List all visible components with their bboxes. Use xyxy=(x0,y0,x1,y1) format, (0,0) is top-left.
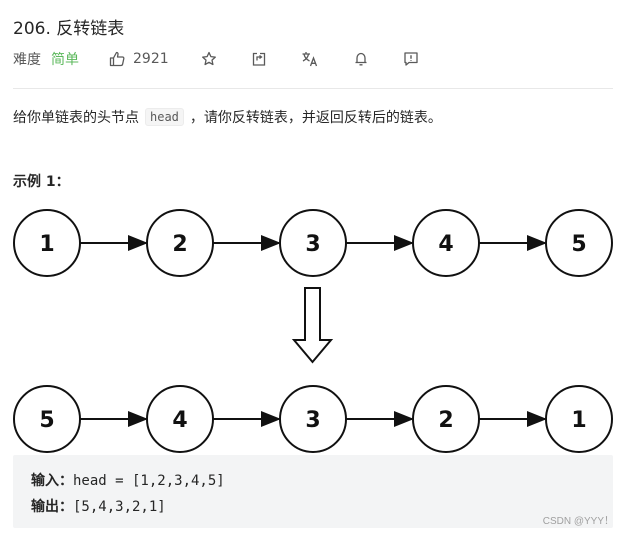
output-label: 输出： xyxy=(31,499,73,515)
after-node-5 xyxy=(545,385,613,453)
after-node-value-5: 1 xyxy=(571,408,586,433)
after-node-value-1: 5 xyxy=(39,408,54,433)
difficulty-label: 难度 xyxy=(13,52,41,68)
star-icon xyxy=(201,51,216,66)
after-node-value-2: 4 xyxy=(172,408,187,433)
list-before-reversal: 1 2 3 4 5 xyxy=(13,209,613,277)
before-node-2 xyxy=(146,209,214,277)
favorite-button[interactable] xyxy=(201,51,217,67)
bell-icon xyxy=(355,52,367,66)
before-node-3 xyxy=(279,209,347,277)
translate-icon xyxy=(302,52,317,67)
before-node-value-4: 4 xyxy=(438,232,453,257)
problem-description: 给你单链表的头节点 head ，请你反转链表，并返回反转后的链表。 xyxy=(13,107,442,127)
down-arrow-icon xyxy=(291,287,334,364)
before-node-5 xyxy=(545,209,613,277)
description-text-after: ，请你反转链表，并返回反转后的链表。 xyxy=(189,110,442,126)
feedback-icon xyxy=(403,52,418,66)
translate-button[interactable] xyxy=(301,51,319,67)
input-label: 输入： xyxy=(31,473,73,489)
notification-button[interactable] xyxy=(353,51,369,67)
share-icon xyxy=(252,52,265,66)
after-node-value-4: 2 xyxy=(438,408,453,433)
after-node-value-3: 3 xyxy=(305,408,320,433)
input-value: head = [1,2,3,4,5] xyxy=(73,473,225,489)
before-node-4 xyxy=(412,209,480,277)
problem-meta-bar: 难度 简单 2921 xyxy=(13,48,453,70)
watermark: CSDN @YYY！ xyxy=(542,516,614,527)
example-title: 示例 1： xyxy=(13,174,70,190)
after-node-3 xyxy=(279,385,347,453)
before-node-value-1: 1 xyxy=(39,232,54,257)
before-node-value-3: 3 xyxy=(305,232,320,257)
thumb-up-icon xyxy=(109,51,125,67)
before-node-value-2: 2 xyxy=(172,232,187,257)
before-node-1 xyxy=(13,209,81,277)
example-io-box: 输入：head = [1,2,3,4,5] 输出：[5,4,3,2,1] xyxy=(13,455,613,528)
share-button[interactable] xyxy=(251,51,267,67)
after-node-1 xyxy=(13,385,81,453)
problem-title: 206. 反转链表 xyxy=(13,19,125,39)
example-output-line: 输出：[5,4,3,2,1] xyxy=(31,496,166,516)
list-after-reversal: 5 4 3 2 1 xyxy=(13,385,613,453)
difficulty-badge: 简单 xyxy=(51,52,79,68)
inline-code-head: head xyxy=(145,108,184,126)
like-button[interactable]: 2921 xyxy=(109,51,169,67)
before-node-value-5: 5 xyxy=(571,232,586,257)
description-text-before: 给你单链表的头节点 xyxy=(13,110,139,126)
output-value: [5,4,3,2,1] xyxy=(73,499,166,515)
feedback-button[interactable] xyxy=(403,51,419,67)
divider xyxy=(13,88,613,89)
after-node-2 xyxy=(146,385,214,453)
linked-list-diagram: 1 2 3 4 5 5 4 3 2 1 xyxy=(13,209,613,453)
like-count: 2921 xyxy=(133,51,169,67)
example-input-line: 输入：head = [1,2,3,4,5] xyxy=(31,470,225,490)
after-node-4 xyxy=(412,385,480,453)
